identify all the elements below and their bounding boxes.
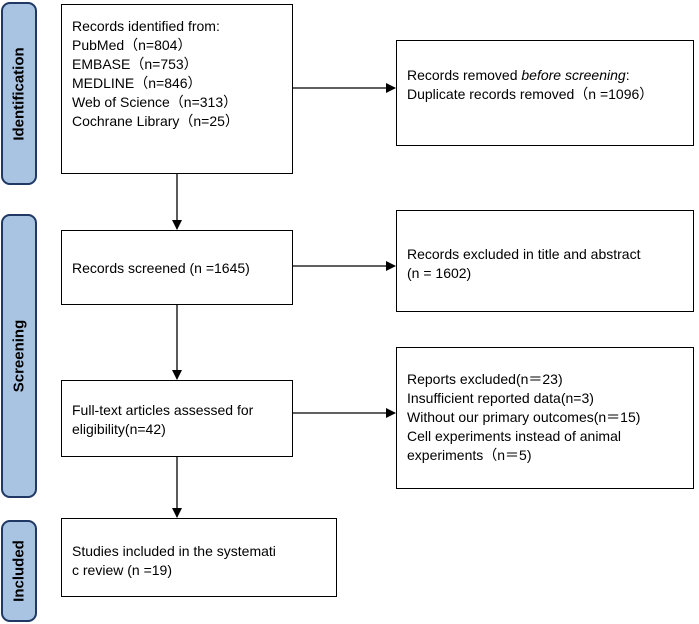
identified-line-2: PubMed（n=804） <box>72 37 192 53</box>
reports-line-1: Reports excluded(n＝23) <box>407 371 563 387</box>
reports-excluded-box: Reports excluded(n＝23) Insufficient repo… <box>396 347 694 489</box>
removed-line-1-prefix: Records removed <box>407 67 522 83</box>
records-screened-box: Records screened (n =1645) <box>61 230 293 305</box>
studies-included-box: Studies included in the systemati c revi… <box>61 518 337 597</box>
removed-line-2: Duplicate records removed（n =1096） <box>407 86 654 102</box>
removed-line-1-suffix: : <box>625 67 630 83</box>
included-line-1: Studies included in the systemati <box>72 543 276 559</box>
fulltext-line-2: eligibility(n=42) <box>72 421 166 437</box>
screened-line-1: Records screened (n =1645) <box>72 260 250 276</box>
records-excluded-box: Records excluded in title and abstract (… <box>396 210 694 312</box>
phase-screening: Screening <box>1 214 37 498</box>
identified-line-5: Web of Science（n=313） <box>72 94 238 110</box>
identified-line-1: Records identified from: <box>72 18 220 34</box>
identified-line-3: EMBASE（n=753） <box>72 56 198 72</box>
phase-included: Included <box>1 520 37 622</box>
records-identified-box: Records identified from: PubMed（n=804） E… <box>61 4 293 174</box>
reports-line-5: experiments（n＝5) <box>407 447 532 463</box>
removed-line-1-emphasis: before screening <box>521 67 626 83</box>
identified-line-4: MEDLINE（n=846） <box>72 75 202 91</box>
removed-line-1: Records removed before screening: <box>407 66 687 85</box>
fulltext-assessed-box: Full-text articles assessed for eligibil… <box>61 380 293 457</box>
reports-line-3: Without our primary outcomes(n＝15) <box>407 409 641 425</box>
excluded-title-line-2: (n = 1602) <box>407 265 472 281</box>
reports-line-4: Cell experiments instead of animal <box>407 428 621 444</box>
records-removed-box: Records removed before screening: Duplic… <box>396 40 694 146</box>
excluded-title-line-1: Records excluded in title and abstract <box>407 246 641 262</box>
identified-line-6: Cochrane Library（n=25） <box>72 113 239 129</box>
reports-line-2: Insufficient reported data(n=3) <box>407 390 594 406</box>
fulltext-line-1: Full-text articles assessed for <box>72 402 254 418</box>
phase-identification: Identification <box>1 2 37 185</box>
included-line-2: c review (n =19) <box>72 562 172 578</box>
